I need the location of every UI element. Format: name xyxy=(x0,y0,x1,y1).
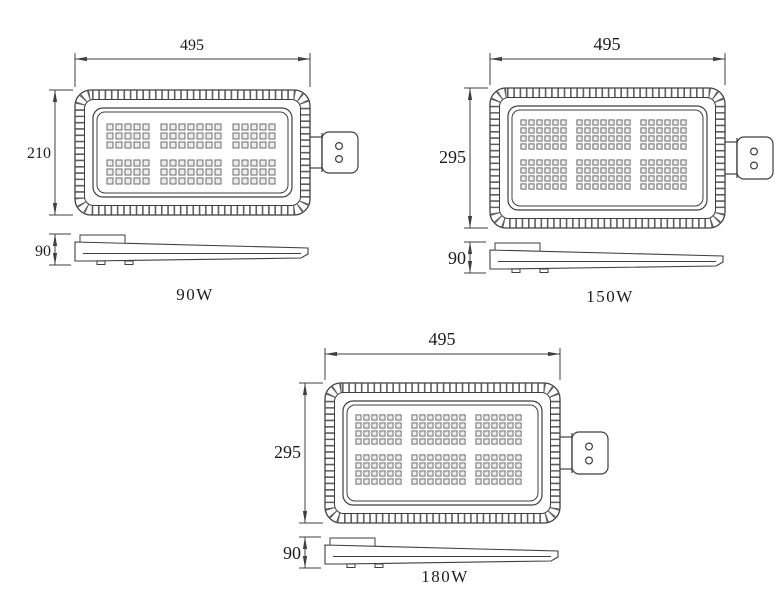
width-dim-label: 495 xyxy=(429,329,456,349)
housing-outline xyxy=(489,87,726,229)
width-dim-label: 495 xyxy=(180,37,204,54)
side-height-dimension xyxy=(464,241,486,274)
wattage-label: 180W xyxy=(421,567,469,586)
led-array xyxy=(520,117,688,193)
bracket-arm xyxy=(736,136,774,180)
mounting-bracket xyxy=(309,131,359,174)
width-dim-label: 495 xyxy=(594,34,621,54)
lens-frame xyxy=(92,107,293,198)
height-dim-label: 210 xyxy=(27,145,51,162)
led-band-bottom xyxy=(106,159,277,186)
heatsink-fins xyxy=(325,383,560,523)
side-body xyxy=(324,544,559,565)
side-foot xyxy=(374,563,384,568)
led-cluster-gap xyxy=(151,121,160,188)
side-mount-cap xyxy=(79,234,126,243)
housing-inner-edge xyxy=(84,99,301,206)
bracket-neck xyxy=(724,141,738,175)
side-body xyxy=(489,249,724,270)
heatsink-fins xyxy=(490,88,725,228)
bracket-hole-bottom xyxy=(750,161,759,170)
lens-frame xyxy=(507,105,708,211)
heatsink-fins xyxy=(75,90,310,215)
side-foot xyxy=(124,260,134,265)
width-dimension xyxy=(74,53,311,87)
figure-150w: 495 295 xyxy=(439,15,775,320)
drawing-180w: 495 295 xyxy=(274,329,609,586)
lens-inner-edge xyxy=(96,111,289,194)
led-cluster-gap xyxy=(632,117,640,193)
bracket-hole-top xyxy=(585,442,594,451)
lens-frame xyxy=(342,400,543,506)
led-band-top xyxy=(355,414,523,446)
wattage-label: 90W xyxy=(176,285,214,304)
bracket-neck xyxy=(309,136,323,169)
bracket-hole-top xyxy=(335,141,344,150)
led-band-bottom xyxy=(520,159,688,191)
led-band-bottom xyxy=(355,454,523,486)
figure-180w: 495 295 xyxy=(274,310,610,597)
bracket-hole-bottom xyxy=(335,155,344,164)
side-foot xyxy=(96,260,106,265)
bracket-hole-bottom xyxy=(585,456,594,465)
height-dimension xyxy=(49,89,73,216)
drawing-150w: 495 295 xyxy=(439,34,774,306)
bracket-neck xyxy=(559,436,573,470)
led-array xyxy=(106,121,277,188)
side-mount-cap xyxy=(329,537,376,546)
width-dimension xyxy=(489,53,726,85)
width-dimension xyxy=(324,348,561,380)
housing-inner-edge xyxy=(499,97,716,219)
side-body xyxy=(74,241,309,262)
mounting-bracket xyxy=(724,136,774,180)
height-dimension xyxy=(464,87,488,229)
led-cluster-gap xyxy=(403,412,411,488)
side-height-dimension xyxy=(49,233,71,266)
led-cluster-gap xyxy=(467,412,475,488)
led-cluster-gap xyxy=(568,117,576,193)
height-dimension xyxy=(299,382,323,524)
mounting-bracket xyxy=(559,431,609,475)
lens-inner-edge xyxy=(511,109,704,207)
figure-90w: 495 210 xyxy=(25,15,365,320)
side-foot xyxy=(511,268,521,273)
side-height-dim-label: 90 xyxy=(35,243,51,260)
side-mount-cap xyxy=(494,242,541,251)
side-foot xyxy=(346,563,356,568)
housing-inner-edge xyxy=(334,392,551,514)
fixture-top-view xyxy=(324,382,609,524)
fixture-top-view xyxy=(74,89,359,216)
fixture-top-view xyxy=(489,87,774,229)
led-band-top xyxy=(106,123,277,150)
side-height-dim-label: 90 xyxy=(448,248,466,268)
bracket-hole-top xyxy=(750,147,759,156)
height-dim-label: 295 xyxy=(275,442,301,462)
fixture-side-view xyxy=(324,537,559,568)
fixture-side-view xyxy=(74,234,309,265)
bracket-arm xyxy=(571,431,609,475)
side-height-dim-label: 90 xyxy=(283,543,301,563)
drawing-90w: 495 210 xyxy=(27,37,359,304)
bracket-arm xyxy=(321,131,359,174)
led-cluster-gap xyxy=(223,121,232,188)
led-band-top xyxy=(520,119,688,151)
height-dim-label: 295 xyxy=(440,147,466,167)
housing-outline xyxy=(324,382,561,524)
wattage-label: 150W xyxy=(586,287,634,306)
led-array xyxy=(355,412,523,488)
housing-outline xyxy=(74,89,311,216)
side-foot xyxy=(539,268,549,273)
fixture-side-view xyxy=(489,242,724,273)
lens-inner-edge xyxy=(346,404,539,502)
side-height-dimension xyxy=(299,536,321,569)
